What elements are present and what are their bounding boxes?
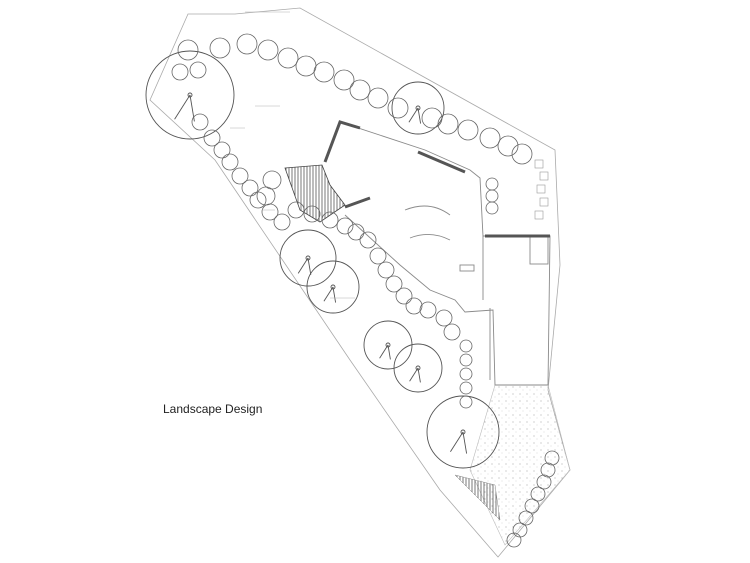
hedge-shrub <box>177 39 199 61</box>
large-trees <box>145 50 500 469</box>
hedge-shrub <box>457 119 479 141</box>
hedge-shrub <box>506 532 522 548</box>
hedge-shrub <box>191 113 209 131</box>
hedge-shrub <box>221 153 239 171</box>
hedge-shrub <box>231 167 249 185</box>
hedge-shrub <box>171 63 189 81</box>
tree-marker <box>174 94 191 120</box>
hedge-shrub <box>367 87 389 109</box>
tree-marker <box>323 286 334 302</box>
hedge-shrubs <box>171 33 560 548</box>
hedge-shrub <box>256 186 276 206</box>
hedge-shrub <box>459 353 473 367</box>
hedge-shrub <box>485 201 499 215</box>
tree-marker <box>417 107 422 124</box>
hedge-shrub <box>213 141 231 159</box>
hedge-shrub <box>395 287 413 305</box>
tree-canopy <box>145 50 235 140</box>
tree-canopy <box>393 343 443 393</box>
hedge-shrub <box>369 247 387 265</box>
tree-marker <box>307 257 312 275</box>
hedge-shrub <box>287 201 305 219</box>
hedge-shrub <box>347 223 365 241</box>
hedge-shrub <box>524 498 540 514</box>
tree-marker <box>332 286 337 303</box>
hedge-shrub <box>479 127 501 149</box>
hedge-shrub <box>459 395 473 409</box>
hedge-shrub <box>203 129 221 147</box>
hedge-shrub <box>321 211 339 229</box>
hedge-shrub <box>485 177 499 191</box>
hedge-shrub <box>236 33 258 55</box>
hedge-shrub <box>277 47 299 69</box>
hedge-shrub <box>303 205 321 223</box>
tree-marker <box>379 344 389 359</box>
planting-bed <box>454 474 501 521</box>
hedge-shrub <box>530 486 546 502</box>
hedge-shrub <box>377 261 395 279</box>
walls <box>323 120 550 238</box>
tree-marker <box>450 431 464 453</box>
terrace-steps <box>534 159 549 220</box>
hedge-shrub <box>419 301 437 319</box>
hedge-shrub <box>518 510 534 526</box>
hedge-shrub <box>189 61 207 79</box>
plan-annotation-marks <box>230 11 355 299</box>
tree-marker <box>297 257 309 274</box>
tree-canopy <box>391 81 445 135</box>
hedge-shrub <box>241 179 259 197</box>
tree-marker <box>408 107 419 123</box>
hedge-shrub <box>359 231 377 249</box>
hedge-shrub <box>349 79 371 101</box>
tree-canopy <box>306 260 360 314</box>
tree-canopy <box>279 229 337 287</box>
tree-marker <box>409 367 419 382</box>
hedge-shrub <box>385 275 403 293</box>
tree-marker <box>462 431 468 454</box>
hedge-shrub <box>435 309 453 327</box>
hedge-shrub <box>459 381 473 395</box>
hedge-shrub <box>536 474 552 490</box>
hedge-shrub <box>421 107 443 129</box>
hedge-shrub <box>387 97 409 119</box>
hedge-shrub <box>333 69 355 91</box>
hedge-shrub <box>313 61 335 83</box>
hedge-shrub <box>262 170 282 190</box>
hedge-shrub <box>295 55 317 77</box>
hedge-shrub <box>405 297 423 315</box>
hedge-shrub <box>540 462 556 478</box>
deck <box>284 164 346 223</box>
plan-caption: Landscape Design <box>163 402 263 416</box>
hedge-shrub <box>485 189 499 203</box>
hedge-shrub <box>544 450 560 466</box>
hedge-shrub <box>459 339 473 353</box>
tree-marker <box>387 344 391 360</box>
hedge-shrub <box>459 367 473 381</box>
hedge-shrub <box>257 39 279 61</box>
hedge-shrub <box>511 143 533 165</box>
tree-canopy <box>426 395 500 469</box>
tree-marker <box>417 367 421 383</box>
house-outline <box>339 121 551 386</box>
hedge-shrub <box>443 323 461 341</box>
hedge-shrub <box>336 217 354 235</box>
hedge-shrub <box>209 37 231 59</box>
hedge-shrub <box>437 113 459 135</box>
hedge-shrub <box>273 213 291 231</box>
hedge-shrub <box>497 135 519 157</box>
